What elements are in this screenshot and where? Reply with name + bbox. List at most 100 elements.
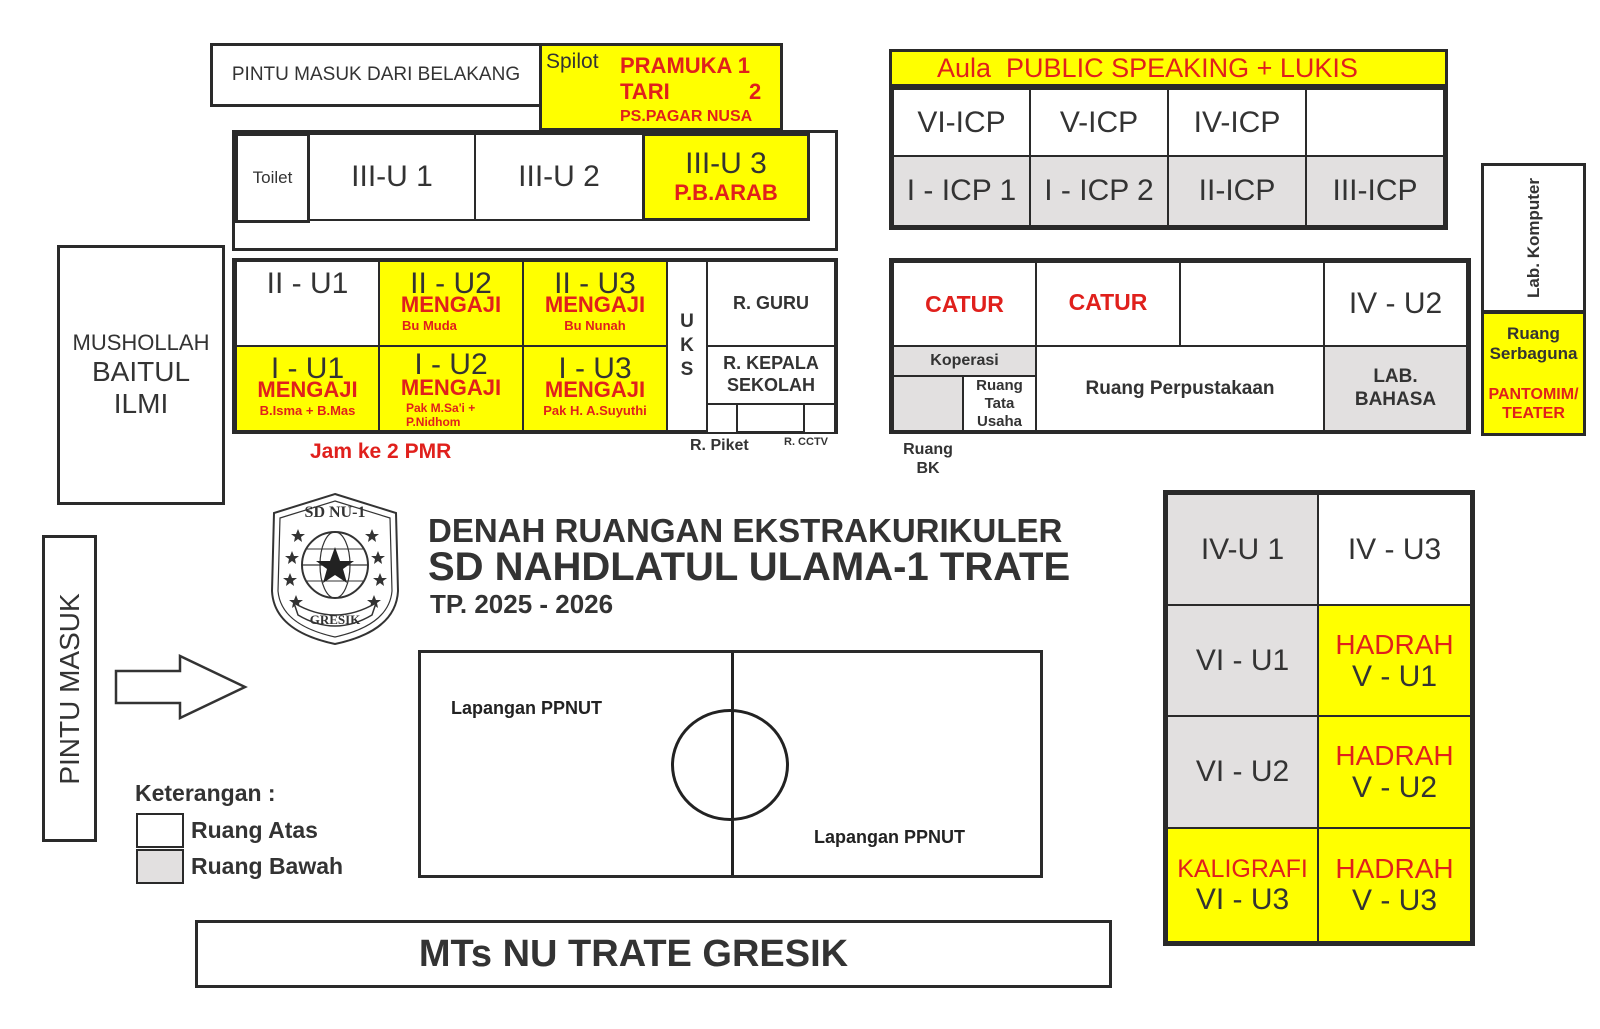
room-iv-u1-label: IV-U 1 — [1200, 532, 1285, 566]
room-iv-icp-label: IV-ICP — [1193, 105, 1281, 139]
pantomim-label: PANTOMIM/ TEATER — [1488, 385, 1579, 422]
room-iii-icp-label: III-ICP — [1332, 174, 1418, 208]
uks-label: U K S — [680, 311, 694, 380]
logo-top-text: SD NU-1 — [305, 504, 366, 521]
room-v-u3-activity: HADRAH — [1335, 853, 1454, 885]
room-i-u2-activity: MENGAJI — [400, 374, 502, 400]
room-vi-u3: KALIGRAFI VI - U3 — [1166, 827, 1319, 943]
uks-room: U K S — [666, 260, 708, 432]
room-iv-u3: IV - U3 — [1317, 493, 1472, 606]
map-title-line2: SD NAHDLATUL ULAMA-1 TRATE — [428, 545, 1071, 589]
perpustakaan-room: Ruang Perpustakaan — [1035, 345, 1325, 432]
room-v-u2: HADRAH V - U2 — [1317, 715, 1472, 829]
map-title-line3: TP. 2025 - 2026 — [430, 589, 614, 619]
pramuka-label: PRAMUKA 1 — [620, 53, 750, 78]
guru-label: R. GURU — [733, 293, 809, 313]
room-ii-u1: II - U1 — [235, 260, 380, 347]
bk-label: Ruang BK — [903, 441, 953, 478]
cctv-room — [803, 403, 836, 434]
room-vi-icp-label: VI-ICP — [917, 105, 1006, 139]
room-iii-u3: III-U 3 P.B.ARAB — [642, 133, 810, 221]
room-iii-u3-activity: P.B.ARAB — [674, 179, 778, 205]
back-entrance-box: PINTU MASUK DARI BELAKANG — [210, 43, 542, 107]
serbaguna-room: Ruang Serbaguna PANTOMIM/ TEATER — [1481, 311, 1586, 436]
cctv-label: R. CCTV — [784, 436, 828, 448]
room-v-u2-label: V - U2 — [1351, 771, 1438, 805]
room-i-u1: I - U1 MENGAJI B.Isma + B.Mas — [235, 345, 380, 432]
school-logo: GRESIK SD NU-1 — [270, 492, 400, 646]
lab-komputer-label: Lab. Komputer — [1523, 178, 1543, 298]
legend-lower-label: Ruang Bawah — [191, 853, 344, 879]
koperasi-room: Koperasi — [892, 345, 1037, 377]
map-title-line1: DENAH RUANGAN EKSTRAKURIKULER — [428, 512, 1063, 549]
catur-room-2: CATUR — [1035, 261, 1181, 347]
bk-room — [892, 375, 964, 432]
room-v-u3: HADRAH V - U3 — [1317, 827, 1472, 943]
mts-building: MTs NU TRATE GRESIK — [195, 920, 1112, 988]
room-iii-u1: III-U 1 — [308, 133, 476, 221]
room-iv-u1: IV-U 1 — [1166, 493, 1319, 606]
room-i-u1-label: I - U1 — [270, 352, 345, 385]
mushollah-line1: MUSHOLLAH — [72, 330, 210, 355]
aula-header: Aula PUBLIC SPEAKING + LUKIS — [889, 49, 1448, 87]
room-vi-u2: VI - U2 — [1166, 715, 1319, 829]
lab-komputer-room: Lab. Komputer — [1481, 163, 1586, 313]
room-ii-icp: II-ICP — [1167, 155, 1307, 227]
spilot-room: Spilot PRAMUKA 1 TARI 2 PS.PAGAR NUSA — [539, 43, 783, 131]
tata-usaha-label: Ruang Tata Usaha — [976, 376, 1023, 430]
pmr-label: Jam ke 2 PMR — [310, 440, 452, 463]
perpustakaan-label: Ruang Perpustakaan — [1085, 377, 1275, 399]
aula-header-label: Aula PUBLIC SPEAKING + LUKIS — [937, 52, 1358, 83]
room-i-u3: I - U3 MENGAJI Pak H. A.Suyuthi — [522, 345, 668, 432]
catur-2-label: CATUR — [1068, 289, 1148, 315]
main-entrance-label: PINTU MASUK — [53, 592, 85, 785]
back-entrance-label: PINTU MASUK DARI BELAKANG — [231, 64, 521, 85]
legend-lower-swatch — [136, 849, 184, 884]
room-vi-u1-label: VI - U1 — [1195, 643, 1290, 677]
room-iii-u3-label: III-U 3 — [685, 147, 767, 181]
room-v-u1-label: V - U1 — [1351, 659, 1438, 693]
room-v-u1-activity: HADRAH — [1335, 628, 1454, 660]
room-ii-u2-label: II - U2 — [410, 267, 492, 300]
lab-bahasa-room: LAB. BAHASA — [1323, 345, 1468, 432]
room-i-u1-teacher: B.Isma + B.Mas — [259, 402, 356, 418]
lab-bahasa-label: LAB. BAHASA — [1354, 365, 1437, 410]
mts-label: MTs NU TRATE GRESIK — [418, 932, 849, 975]
room-iii-u2: III-U 2 — [474, 133, 644, 221]
tata-usaha-room: Ruang Tata Usaha — [962, 375, 1037, 432]
room-ii-u2-activity: MENGAJI — [400, 291, 502, 317]
room-i-u2: I - U2 MENGAJI Pak M.Sa'i + P.Nidhom — [378, 345, 524, 432]
room-v-icp-label: V-ICP — [1059, 105, 1139, 139]
toilet-room: Toilet — [235, 133, 310, 223]
legend-upper-label: Ruang Atas — [191, 817, 318, 843]
kepala-sekolah-label: R. KEPALA SEKOLAH — [723, 353, 819, 395]
mushollah-line3: ILMI — [113, 388, 169, 419]
room-iv-u2-label: IV - U2 — [1348, 287, 1443, 321]
room-vi-u1: VI - U1 — [1166, 604, 1319, 717]
room-iv-icp: IV-ICP — [1167, 88, 1307, 157]
room-vi-u3-label: VI - U3 — [1195, 882, 1290, 916]
room-ii-u3-label: II - U3 — [554, 267, 636, 300]
room-ii-u2-teacher: Bu Muda — [402, 317, 457, 333]
room-i-icp2: I - ICP 2 — [1029, 155, 1169, 227]
mushollah-line2: BAITUL — [91, 356, 191, 387]
room-empty-icp — [1305, 88, 1445, 157]
field-center-circle — [671, 709, 789, 821]
room-iv-u3-label: IV - U3 — [1347, 532, 1442, 566]
room-iii-icp: III-ICP — [1305, 155, 1445, 227]
legend-title: Keterangan : — [135, 780, 276, 806]
toilet-label: Toilet — [252, 168, 293, 187]
koperasi-label: Koperasi — [930, 352, 999, 369]
room-v-u3-label: V - U3 — [1351, 884, 1438, 918]
room-iii-u1-label: III-U 1 — [351, 160, 433, 194]
room-v-u1: HADRAH V - U1 — [1317, 604, 1472, 717]
logo-bottom-text: GRESIK — [310, 612, 361, 627]
room-i-u1-activity: MENGAJI — [257, 376, 358, 402]
room-iii-u2-label: III-U 2 — [518, 160, 600, 194]
room-i-u3-label: I - U3 — [558, 352, 632, 385]
empty-room-mid — [1179, 261, 1325, 347]
room-ii-u1-label: II - U1 — [266, 267, 349, 300]
main-entrance: PINTU MASUK — [42, 535, 97, 842]
tari-number: 2 — [749, 79, 762, 104]
room-i-icp1-label: I - ICP 1 — [906, 174, 1017, 208]
